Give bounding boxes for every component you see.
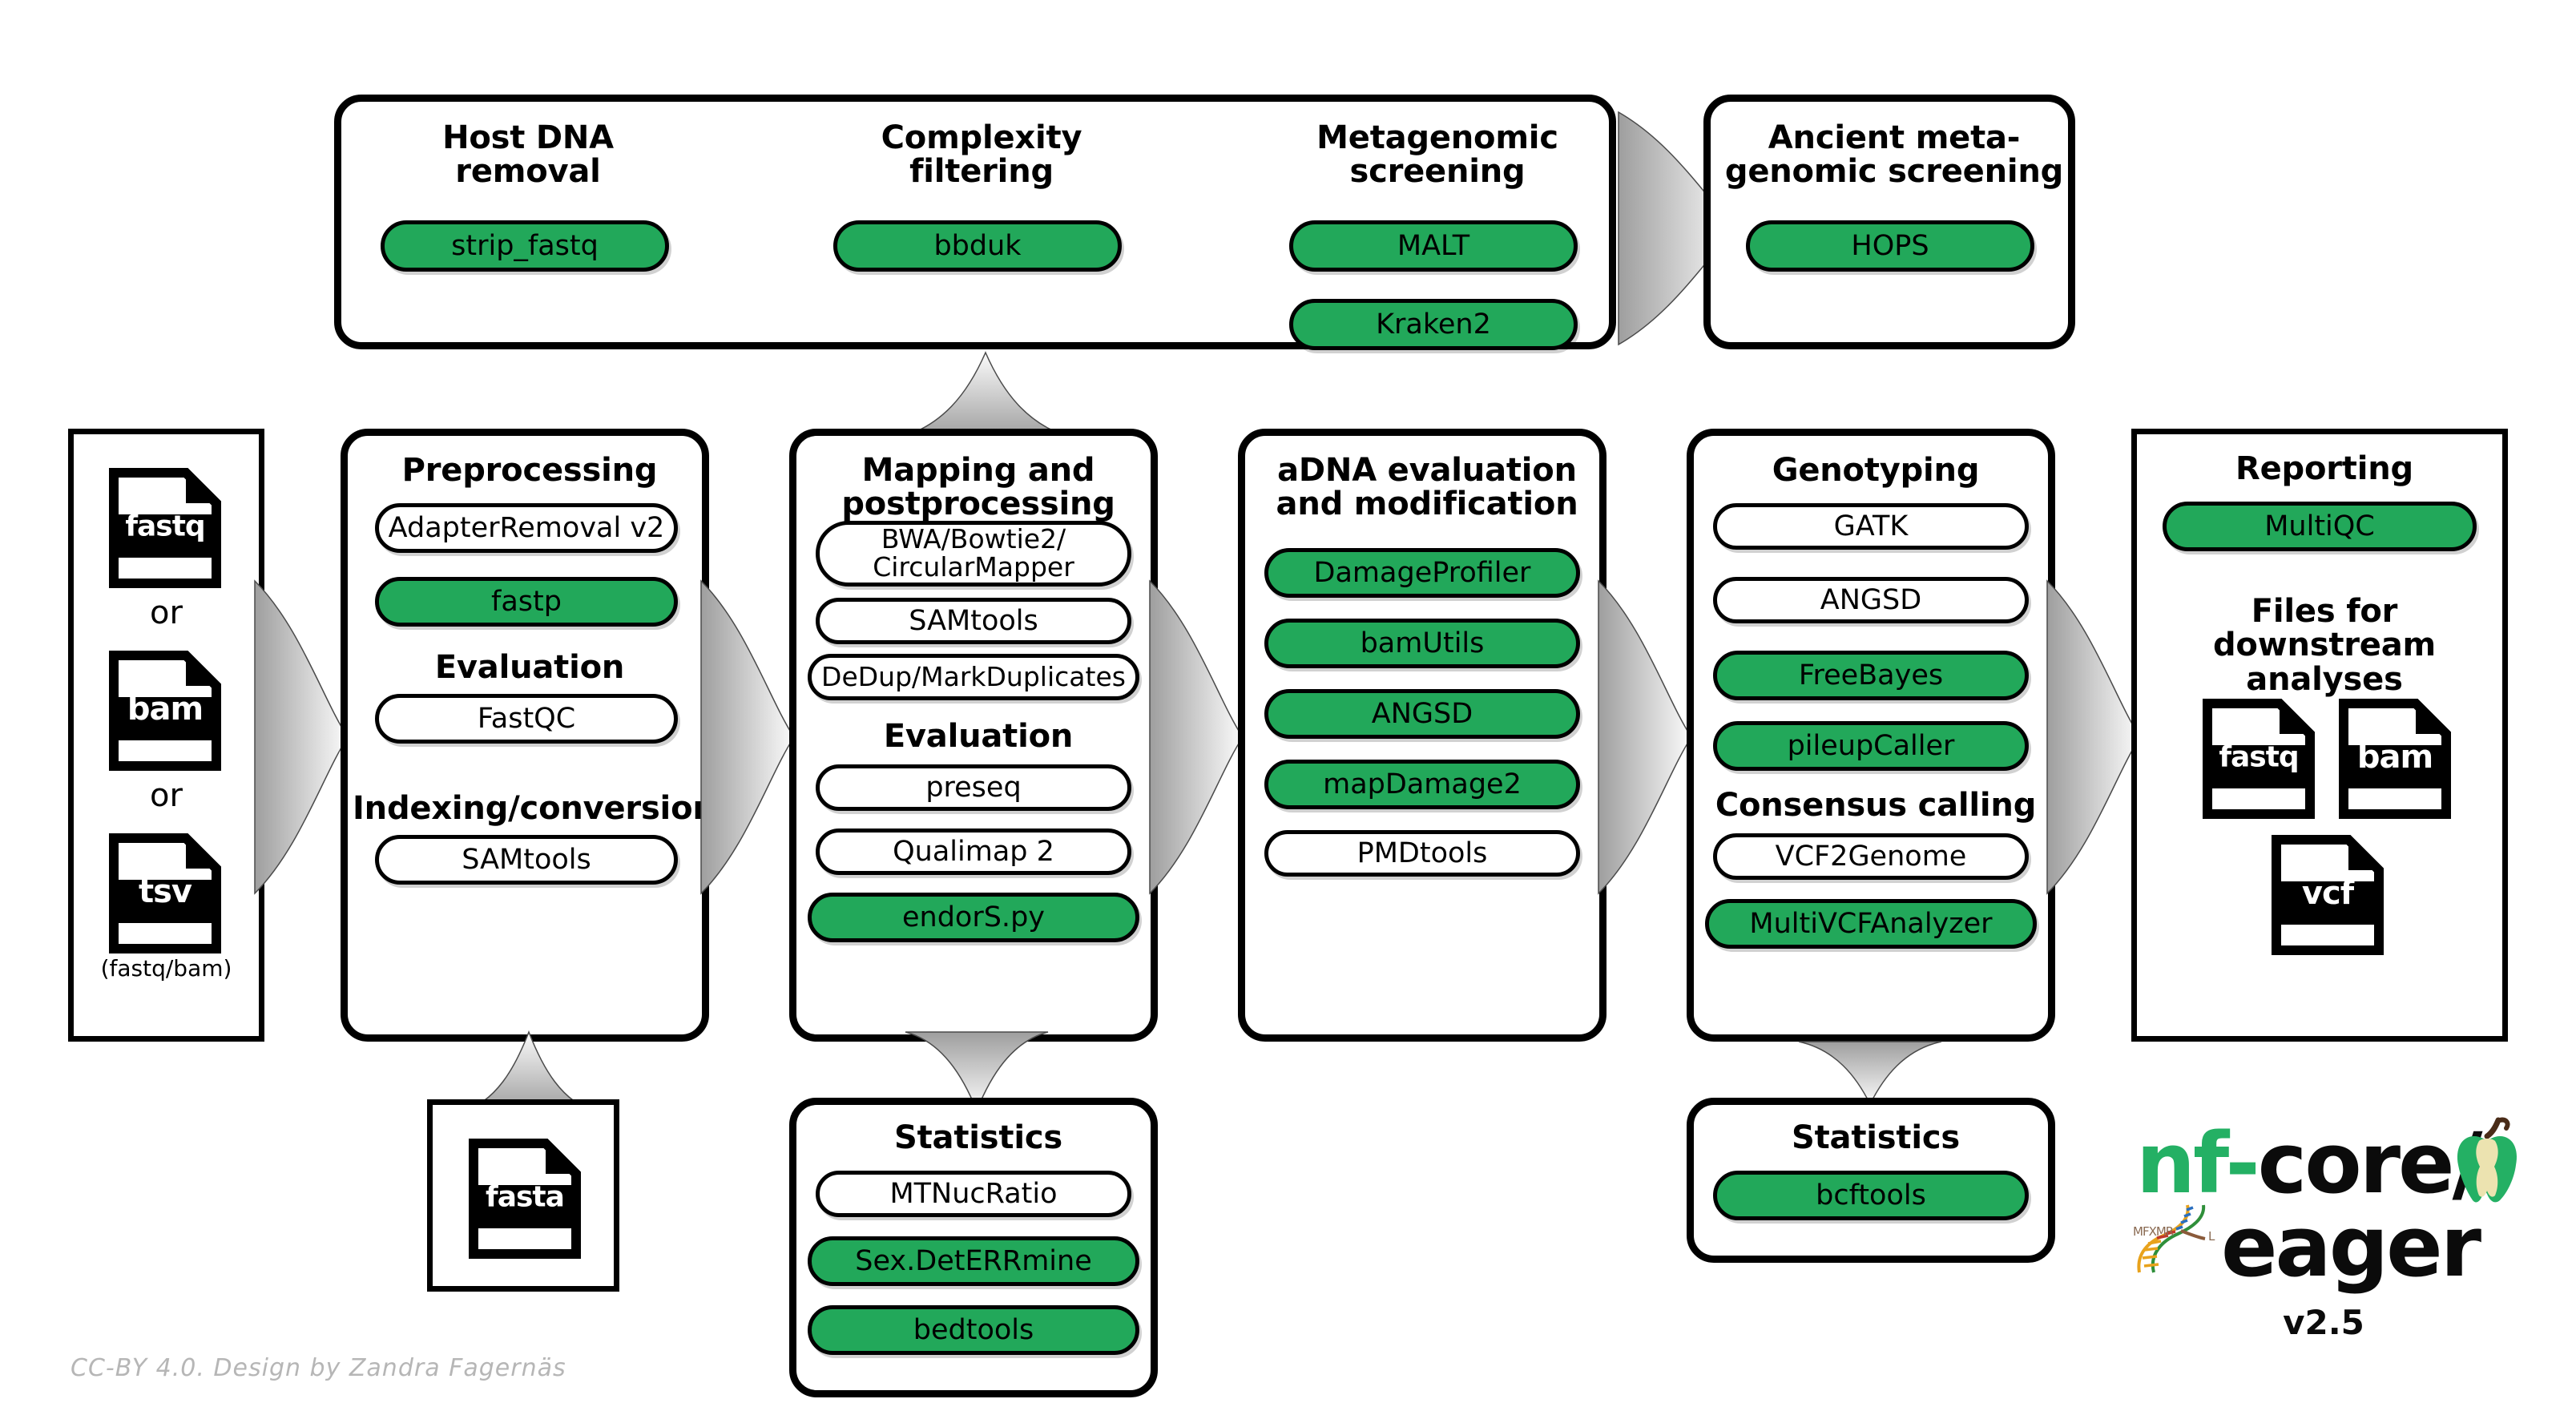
tool-pill-hops[interactable]: HOPS xyxy=(1746,220,2034,272)
input-files-panel: fastq or bam or tsv (fastq/bam) xyxy=(68,429,264,1042)
tool-pill-bwa-bowtie2-circularmapper[interactable]: BWA/Bowtie2/ CircularMapper xyxy=(816,521,1131,587)
tool-pill-preseq[interactable]: preseq xyxy=(816,764,1131,811)
logo-nf-text: nf- xyxy=(2136,1115,2260,1212)
fasta-reference-panel: fasta xyxy=(427,1099,619,1292)
file-bam-icon: bam xyxy=(2339,699,2451,819)
tool-pill-adapterremoval-v2[interactable]: AdapterRemoval v2 xyxy=(375,503,678,553)
tool-pill-sex-deterrmine[interactable]: Sex.DetERRmine xyxy=(808,1236,1139,1286)
tool-pill-multivcfanalyzer[interactable]: MultiVCFAnalyzer xyxy=(1705,899,2037,949)
apple-core-icon xyxy=(2450,1117,2524,1207)
file-vcf-icon: vcf xyxy=(2272,835,2384,955)
ancient-screening-title: Ancient meta- genomic screening xyxy=(1724,119,2064,191)
logo-version: v2.5 xyxy=(2283,1303,2364,1342)
preprocessing-panel: Preprocessing AdapterRemoval v2 fastp Ev… xyxy=(341,429,716,1042)
file-bam-icon: bam xyxy=(109,651,221,771)
tool-pill-strip-fastq[interactable]: strip_fastq xyxy=(381,220,669,272)
adna-title: aDNA evaluation and modification xyxy=(1276,452,1578,523)
arrow-preprocessing-to-mapping xyxy=(700,579,795,895)
svg-text:MFXMR: MFXMR xyxy=(2133,1224,2174,1239)
group-title-metagenomic-screening: Metagenomic screening xyxy=(1316,119,1558,191)
reporting-panel: Reporting MultiQC Files for downstream a… xyxy=(2131,429,2508,1042)
tool-pill-fastp[interactable]: fastp xyxy=(375,577,678,627)
tool-pill-bbduk[interactable]: bbduk xyxy=(833,220,1122,272)
genotyping-panel: Genotyping GATK ANGSD FreeBayes pileupCa… xyxy=(1687,429,2055,1042)
tool-pill-angsd-genotyping[interactable]: ANGSD xyxy=(1713,577,2029,623)
tool-pill-malt[interactable]: MALT xyxy=(1289,220,1578,272)
tool-pill-pmdtools[interactable]: PMDtools xyxy=(1264,830,1580,877)
preprocessing-title: Preprocessing xyxy=(401,452,658,489)
screening-panel: Host DNA removal strip_fastq Complexity … xyxy=(334,95,1616,350)
mapping-postprocessing-panel: Mapping and postprocessing BWA/Bowtie2/ … xyxy=(789,429,1158,1042)
tool-pill-kraken2[interactable]: Kraken2 xyxy=(1289,299,1578,350)
tool-pill-gatk[interactable]: GATK xyxy=(1713,503,2029,550)
tool-pill-mapdamage2[interactable]: mapDamage2 xyxy=(1264,760,1580,809)
tool-pill-qualimap-2[interactable]: Qualimap 2 xyxy=(816,828,1131,875)
statistics-right-title: Statistics xyxy=(1792,1119,1960,1156)
or-label-1: or xyxy=(150,595,183,631)
adna-evaluation-panel: aDNA evaluation and modification DamageP… xyxy=(1238,429,1606,1042)
statistics-left-panel: Statistics MTNucRatio Sex.DetERRmine bed… xyxy=(789,1098,1158,1397)
tool-pill-bedtools[interactable]: bedtools xyxy=(808,1305,1139,1355)
arrow-input-to-preprocessing xyxy=(254,579,349,895)
logo-line-2: eager xyxy=(2221,1198,2481,1296)
svg-text:L: L xyxy=(2208,1229,2215,1244)
reporting-title: Reporting xyxy=(2235,450,2413,487)
arrow-mapping-to-adna xyxy=(1149,579,1244,895)
tool-pill-pileupcaller[interactable]: pileupCaller xyxy=(1713,721,2029,771)
mapping-subtitle-evaluation: Evaluation xyxy=(883,718,1074,755)
tool-pill-mtnucratio[interactable]: MTNucRatio xyxy=(816,1171,1131,1217)
arrow-adna-to-genotyping xyxy=(1598,579,1692,895)
or-label-2: or xyxy=(150,777,183,814)
group-title-complexity-filtering: Complexity filtering xyxy=(881,119,1082,191)
statistics-right-panel: Statistics bcftools xyxy=(1687,1098,2055,1263)
preprocessing-subtitle-indexing-conversion: Indexing/conversion xyxy=(353,790,716,827)
file-fasta-icon: fasta xyxy=(469,1139,581,1259)
credit-text: CC-BY 4.0. Design by Zandra Fagernäs xyxy=(71,1354,566,1382)
tool-pill-samtools-mapping[interactable]: SAMtools xyxy=(816,598,1131,644)
arrow-mapping-to-screening xyxy=(893,351,1078,440)
file-fastq-icon: fastq xyxy=(2203,699,2315,819)
tool-pill-multiqc[interactable]: MultiQC xyxy=(2163,502,2477,551)
statistics-left-title: Statistics xyxy=(894,1119,1062,1156)
tool-pill-dedup-markduplicates[interactable]: DeDup/MarkDuplicates xyxy=(808,654,1139,700)
genotyping-title: Genotyping xyxy=(1772,452,1980,489)
tool-pill-fastqc[interactable]: FastQC xyxy=(375,694,678,744)
group-title-host-dna-removal: Host DNA removal xyxy=(442,119,614,191)
tool-pill-endors-py[interactable]: endorS.py xyxy=(808,893,1139,942)
preprocessing-subtitle-evaluation: Evaluation xyxy=(434,649,625,686)
file-tsv-icon: tsv xyxy=(109,833,221,953)
genotyping-subtitle-consensus-calling: Consensus calling xyxy=(1715,787,2037,824)
tool-pill-samtools-preprocessing[interactable]: SAMtools xyxy=(375,835,678,885)
dna-helix-icon: MFXMR L xyxy=(2131,1202,2224,1276)
tool-pill-vcf2genome[interactable]: VCF2Genome xyxy=(1713,833,2029,880)
nf-core-eager-logo: nf-core/ xyxy=(2131,1117,2518,1342)
mapping-title: Mapping and postprocessing xyxy=(841,452,1115,523)
arrow-genotyping-to-reporting xyxy=(2046,579,2141,895)
ancient-screening-panel: Ancient meta- genomic screening HOPS xyxy=(1703,95,2075,349)
reporting-subtitle-downstream-files: Files for downstream analyses xyxy=(2212,593,2436,698)
tool-pill-damageprofiler[interactable]: DamageProfiler xyxy=(1264,548,1580,598)
tool-pill-bamutils[interactable]: bamUtils xyxy=(1264,619,1580,668)
tool-pill-angsd-adna[interactable]: ANGSD xyxy=(1264,689,1580,739)
arrow-genotyping-to-statistics xyxy=(1798,1041,1942,1106)
tool-pill-freebayes[interactable]: FreeBayes xyxy=(1713,651,2029,700)
tool-pill-bcftools[interactable]: bcftools xyxy=(1713,1171,2029,1220)
input-format-note: (fastq/bam) xyxy=(100,955,232,982)
logo-core-text: core/ xyxy=(2257,1115,2483,1212)
file-fastq-icon: fastq xyxy=(109,468,221,588)
logo-line-1: nf-core/ xyxy=(2136,1122,2483,1205)
